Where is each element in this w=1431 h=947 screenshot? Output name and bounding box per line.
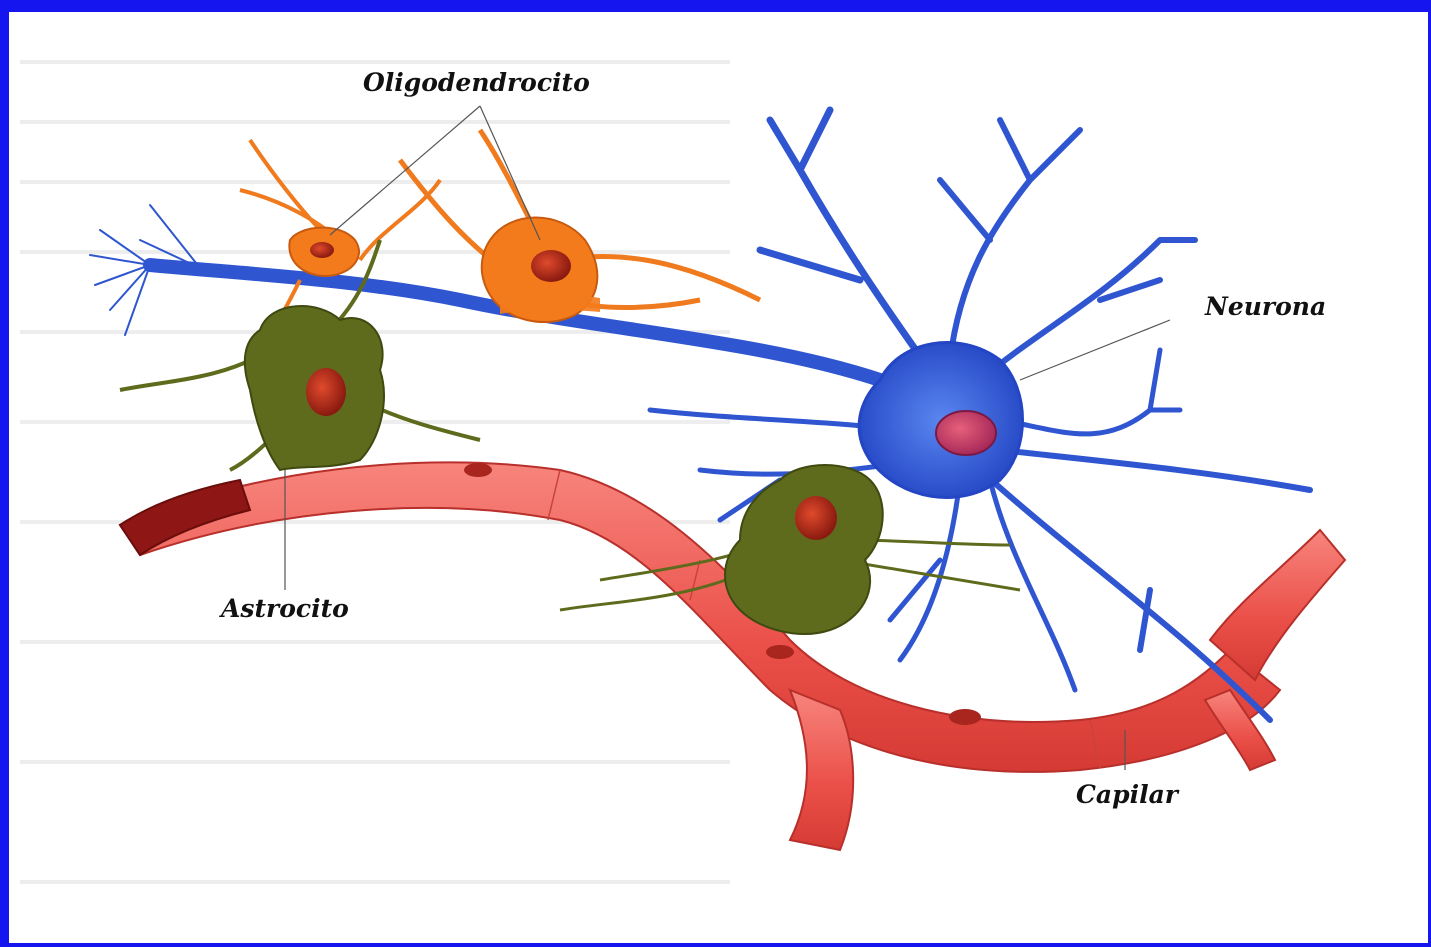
neuron-label: Neurona [1205, 292, 1326, 321]
oligodendrocyte-label: Oligodendrocito [363, 68, 590, 97]
capillary-label: Capilar [1076, 780, 1178, 809]
astrocyte-label: Astrocito [221, 594, 349, 623]
